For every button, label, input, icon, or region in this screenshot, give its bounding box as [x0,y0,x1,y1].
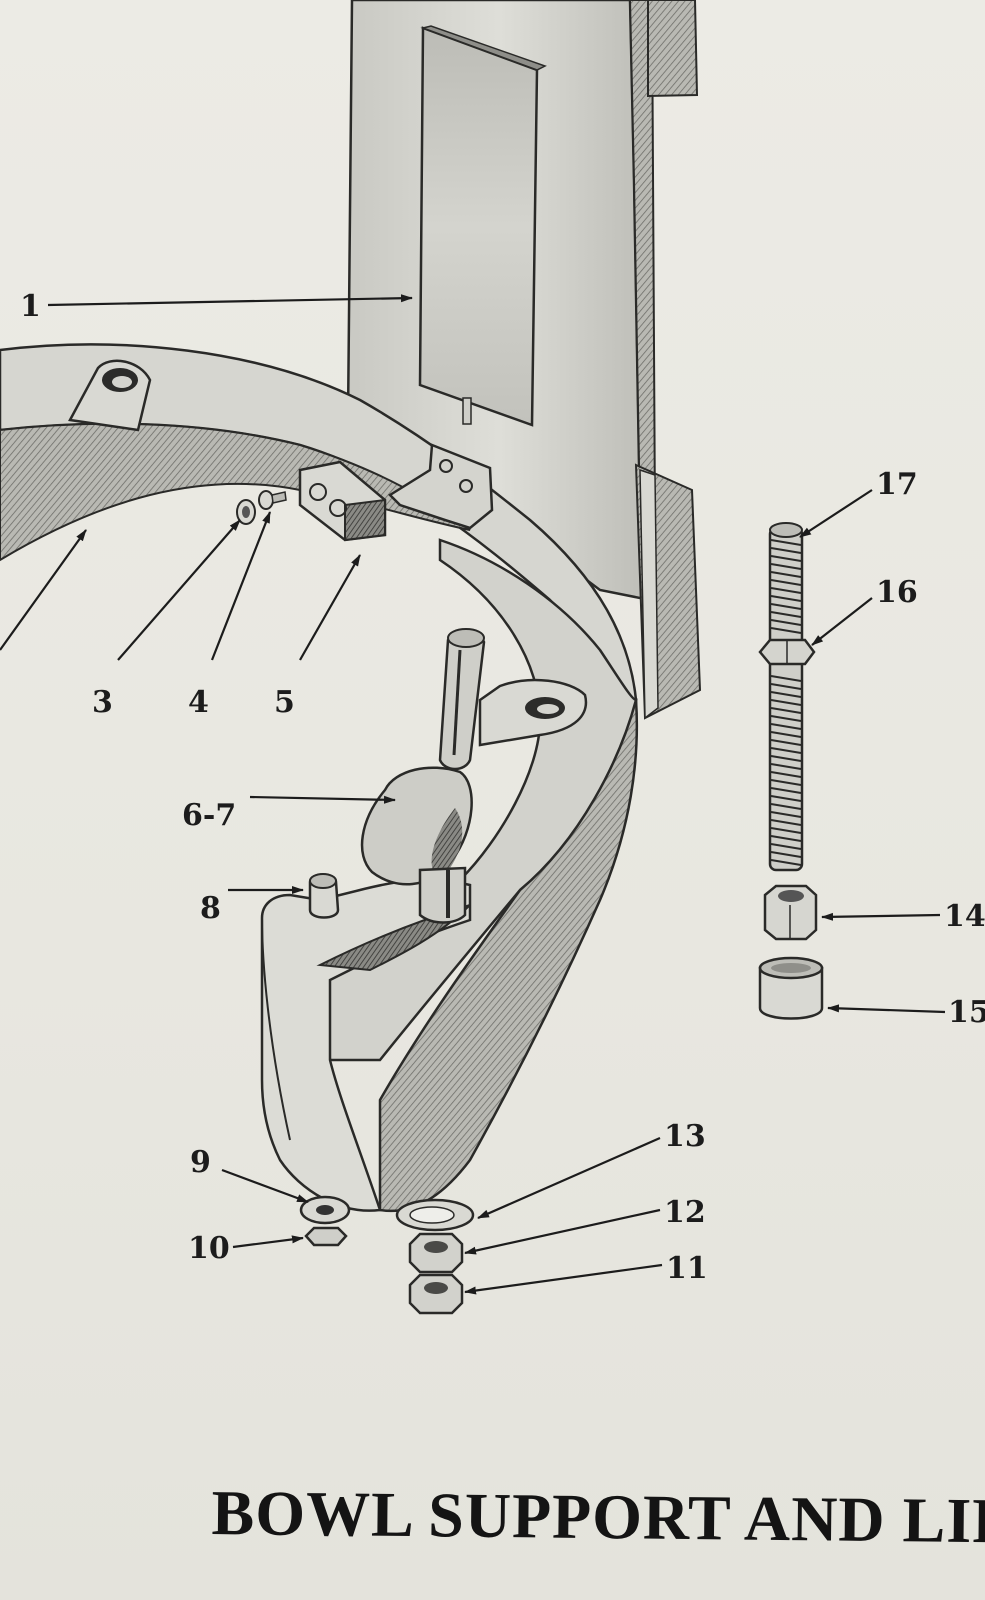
thread-line [770,555,802,562]
thread-line [770,739,802,746]
thread-line [770,587,802,594]
callout-11: 11 [666,1251,708,1286]
screw-threads [770,539,802,866]
thread-line [770,851,802,858]
callout-labels: 1 3 4 5 6-7 8 9 10 11 12 13 14 15 16 17 [20,289,985,1286]
thread-line [770,683,802,690]
washer-nut-3-4 [236,490,287,525]
thread-line [770,611,802,618]
figure-caption: BOWL SUPPORT AND LIFT [211,1477,985,1557]
leader-9 [221,1168,309,1204]
callout-3: 3 [92,685,113,720]
thread-line [770,547,802,554]
thread-line [770,835,802,842]
thread-line [770,571,802,578]
thread-line [770,803,802,810]
leader-12 [464,1208,661,1255]
nut-10 [304,1226,348,1247]
leader-2 [0,529,87,651]
thread-line [770,715,802,722]
nut-12 [408,1232,464,1274]
thread-line [770,579,802,586]
callout-1: 1 [20,289,41,324]
hinge-bracket [388,443,494,530]
thread-line [770,747,802,754]
thread-line [770,539,802,546]
thread-line [770,603,802,610]
leader-6-7 [249,795,396,804]
thread-line [770,675,802,682]
bushing-15 [758,956,824,1020]
callout-12: 12 [664,1195,706,1230]
thread-line [770,787,802,794]
leader-lines [0,294,946,1295]
callout-5: 5 [274,685,295,720]
callout-8: 8 [200,891,221,926]
callout-15: 15 [948,995,985,1030]
thread-line [770,763,802,770]
leader-16 [811,597,873,646]
leader-13 [477,1136,661,1220]
leader-5 [299,554,361,661]
callout-4: 4 [188,685,209,720]
thread-line [770,731,802,738]
name-plate [418,25,547,427]
cap-part-8 [308,873,340,919]
washer-13 [395,1198,475,1232]
thread-line [770,627,802,634]
leader-17 [799,489,873,538]
thread-line [770,707,802,714]
thread-line [770,771,802,778]
nut-11 [408,1273,464,1315]
callout-10: 10 [188,1231,230,1266]
thread-line [770,811,802,818]
thread-line [770,843,802,850]
callout-9: 9 [190,1145,211,1180]
lift-housing [260,538,639,1213]
thread-line [770,619,802,626]
hex-nut-16 [758,638,816,666]
thread-line [770,779,802,786]
callout-17: 17 [876,467,918,502]
leader-1 [47,294,413,307]
callout-6-7: 6-7 [182,798,236,833]
thread-line [770,691,802,698]
leader-14 [821,912,941,921]
callout-16: 16 [876,575,918,610]
thread-line [770,827,802,834]
thread-line [770,563,802,570]
thread-line [770,699,802,706]
callout-13: 13 [664,1119,706,1154]
leader-3 [117,519,241,661]
thread-line [770,755,802,762]
thread-line [770,723,802,730]
thread-line [770,795,802,802]
thread-line [770,595,802,602]
leader-4 [210,511,272,661]
callout-14: 14 [944,899,985,934]
lever-handle-6-7 [360,628,486,924]
leader-10 [232,1235,304,1249]
leader-11 [464,1263,663,1295]
leader-15 [827,1004,946,1014]
thread-line [770,819,802,826]
thread-line [770,859,802,866]
block-part-5 [298,460,387,542]
washer-9 [299,1195,351,1225]
lift-screw-17 [768,522,804,872]
hex-nut-14 [763,884,818,941]
